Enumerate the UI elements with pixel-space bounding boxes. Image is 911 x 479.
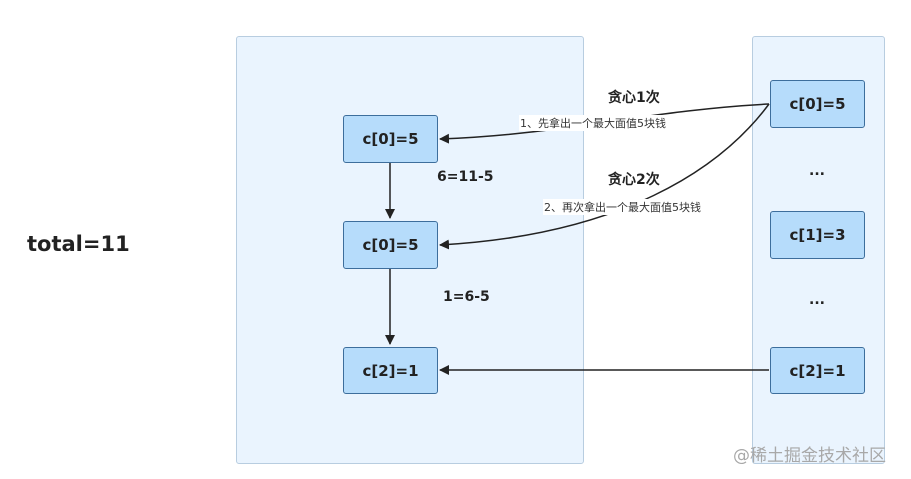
left-coin-box-3: c[2]=1 — [343, 347, 438, 394]
right-coin-box-2: c[1]=3 — [770, 211, 865, 259]
ellipsis-1: ... — [809, 163, 825, 179]
left-coin-box-2: c[0]=5 — [343, 221, 438, 269]
step-label-2: 1=6-5 — [443, 289, 490, 305]
step-label-1: 6=11-5 — [437, 169, 494, 185]
total-label: total=11 — [27, 232, 130, 256]
right-coin-box-1: c[0]=5 — [770, 80, 865, 128]
left-coin-box-1: c[0]=5 — [343, 115, 438, 163]
watermark: @稀土掘金技术社区 — [733, 446, 886, 466]
right-coin-box-3: c[2]=1 — [770, 347, 865, 394]
arrow-note-2: 2、再次拿出一个最大面值5块钱 — [543, 199, 702, 215]
greedy-label-1: 贪心1次 — [608, 90, 660, 106]
arrow-note-1: 1、先拿出一个最大面值5块钱 — [519, 115, 667, 131]
greedy-label-2: 贪心2次 — [608, 172, 660, 188]
ellipsis-2: ... — [809, 292, 825, 308]
